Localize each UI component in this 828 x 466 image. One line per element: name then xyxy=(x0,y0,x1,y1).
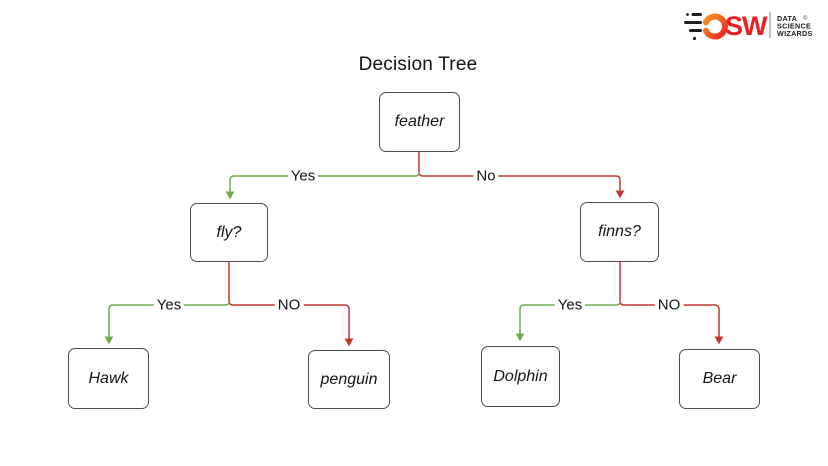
node-fly-label: fly? xyxy=(216,223,242,241)
node-finns: finns? xyxy=(580,202,659,262)
edge-root-yes-line xyxy=(225,172,420,200)
node-fly: fly? xyxy=(190,203,268,262)
node-bear-label: Bear xyxy=(702,370,737,387)
logo-tagline-line1: DATA xyxy=(777,14,797,23)
edge-label-root-no: No xyxy=(473,167,499,185)
node-feather: feather xyxy=(379,92,460,152)
node-hawk-label: Hawk xyxy=(88,369,129,387)
node-dolphin: Dolphin xyxy=(481,346,560,407)
dsw-logo: SW DATA SCIENCE WIZARDS ® xyxy=(684,11,813,41)
logo-tagline-line3: WIZARDS xyxy=(777,29,813,38)
speed-lines-icon xyxy=(684,13,702,41)
dsw-logo-letters: SW xyxy=(725,11,768,41)
node-hawk: Hawk xyxy=(68,348,149,409)
edge-label-root-yes: Yes xyxy=(287,167,319,185)
node-penguin-label: penguin xyxy=(320,370,378,388)
edge-finns-yes-line xyxy=(515,301,621,342)
node-feather-label: feather xyxy=(394,113,445,130)
logo-tagline-line2: SCIENCE xyxy=(777,22,811,31)
node-bear: Bear xyxy=(679,349,760,409)
edge-label-fly-no: NO xyxy=(274,296,304,314)
node-penguin: penguin xyxy=(308,350,390,409)
edge-fly-yes-line xyxy=(104,301,230,345)
node-dolphin-label: Dolphin xyxy=(493,367,548,385)
edge-root-no-line xyxy=(418,152,625,199)
edge-label-fly-yes: Yes xyxy=(153,296,185,314)
edge-label-finns-yes: Yes xyxy=(554,296,586,314)
page-title: Decision Tree xyxy=(358,54,478,75)
edge-label-finns-no: NO xyxy=(654,296,684,314)
node-finns-label: finns? xyxy=(598,223,641,240)
registered-mark: ® xyxy=(803,15,808,22)
dsw-logo-d-mark xyxy=(702,13,728,40)
